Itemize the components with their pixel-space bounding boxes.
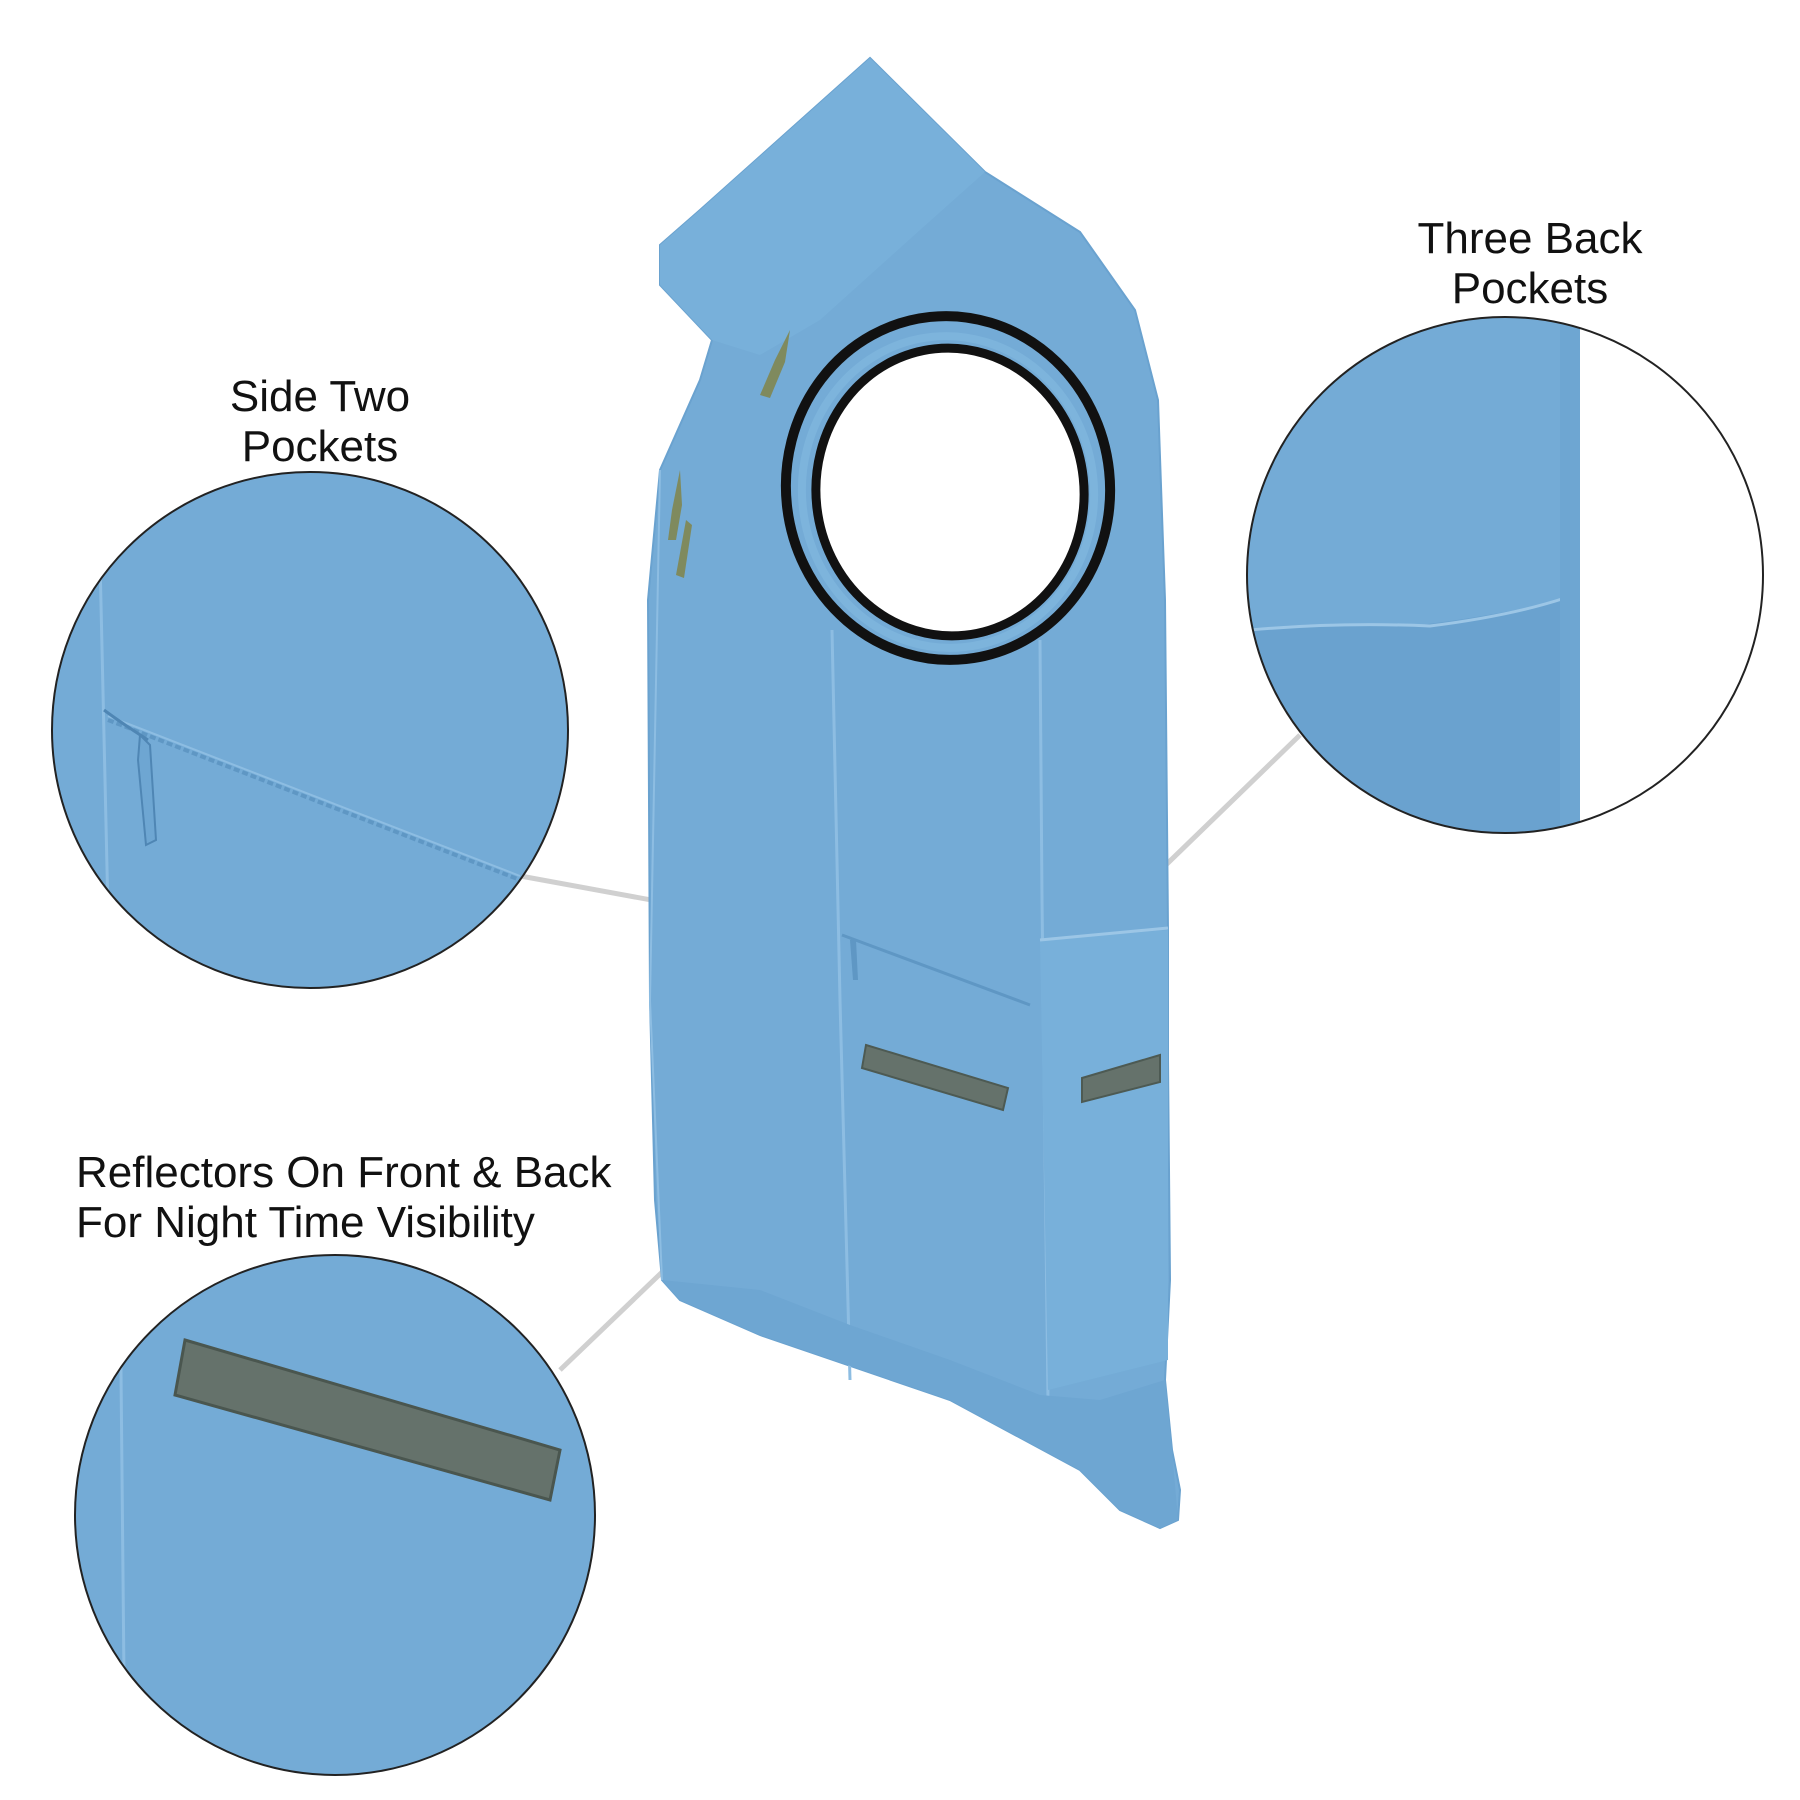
side-pocket-zipper [841,933,1031,1007]
callout-back-pockets: Three Back Pockets [1390,214,1670,314]
callout-reflectors-line1: Reflectors On Front & Back [76,1148,612,1197]
front-zipper-mark [760,330,790,398]
armhole-opening [811,343,1089,641]
armhole-piping-mid [797,332,1099,652]
side-panel-seam [830,629,852,1381]
side-pockets-zoom [51,471,569,989]
armhole-piping-outer [780,311,1116,665]
callout-back-pockets-line2: Pockets [1451,264,1609,313]
callout-side-pockets-line2: Pockets [241,422,399,471]
back-pockets-zoom [1246,316,1764,834]
back-pocket-band [1040,930,1168,1390]
zipper-pull-icon [850,940,858,980]
front-reflector [860,1043,1010,1112]
callout-side-pockets: Side Two Pockets [200,372,440,472]
back-pocket-edge [1039,926,1169,942]
front-logo-mark [668,470,692,578]
callout-side-pockets-line1: Side Two [229,372,411,421]
reflectors-zoom [74,1254,596,1776]
callout-reflectors-line2: For Night Time Visibility [76,1198,535,1247]
back-reflector [1081,1053,1161,1104]
callout-back-pockets-line1: Three Back [1417,214,1643,263]
zipper-pull-icon [136,732,158,847]
collar [660,58,985,355]
front-edge-seam [648,469,663,1281]
reflective-strip-icon [173,1338,562,1502]
callout-reflectors: Reflectors On Front & Back For Night Tim… [76,1148,676,1248]
hem-band [662,1280,1178,1528]
vest-side-view [646,56,1182,1530]
